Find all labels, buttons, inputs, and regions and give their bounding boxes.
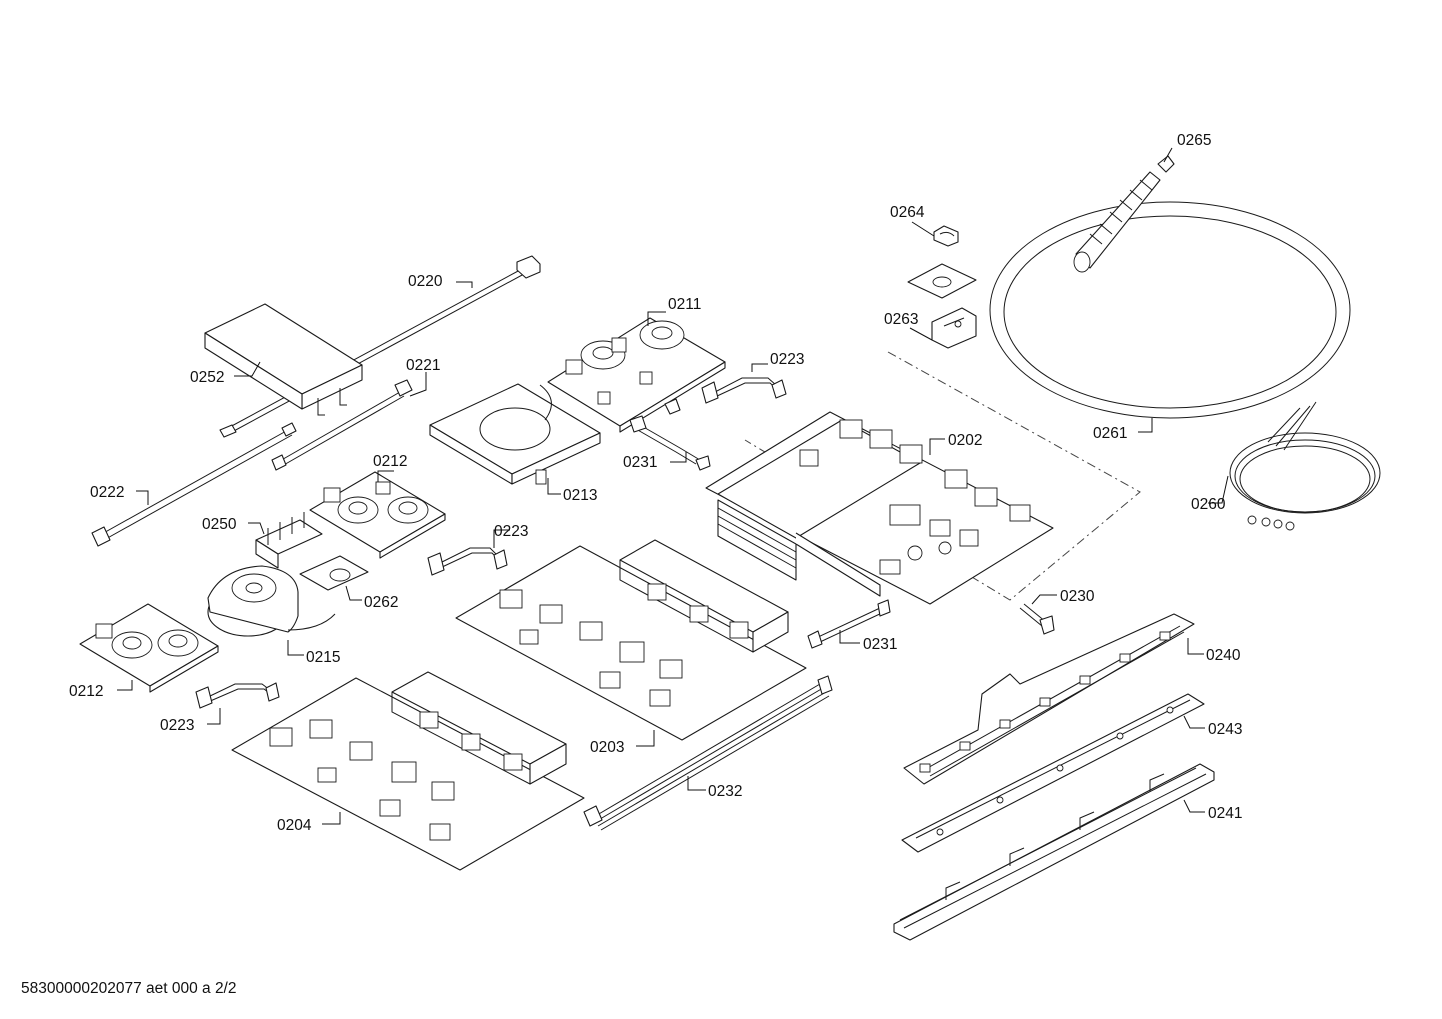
label-0252: 0252 — [190, 369, 224, 386]
label-0262: 0262 — [364, 594, 398, 611]
label-0223-c: 0223 — [160, 717, 194, 734]
label-0241: 0241 — [1208, 805, 1242, 822]
label-0230: 0230 — [1060, 588, 1095, 605]
part-0223-cable-middle — [427, 547, 508, 576]
part-0263-strain-relief — [907, 263, 977, 349]
part-0212-board-lower — [79, 603, 219, 693]
part-0261-hose — [989, 171, 1351, 419]
part-0250-holder — [255, 512, 323, 569]
part-0204-power-board — [231, 671, 585, 871]
part-0223-cable-top — [701, 377, 787, 404]
part-0231-cable-upper — [629, 398, 711, 471]
label-0220: 0220 — [408, 273, 443, 290]
label-0231-a: 0231 — [623, 454, 657, 471]
part-0220-cable — [219, 255, 541, 438]
part-labels: 0265 0264 0263 0261 0260 0220 0252 0221 … — [69, 132, 1242, 834]
part-0252-cover — [204, 303, 363, 416]
label-0261: 0261 — [1093, 425, 1127, 442]
label-0212-a: 0212 — [373, 453, 407, 470]
label-0222: 0222 — [90, 484, 124, 501]
part-0241-frame — [893, 763, 1215, 941]
label-0203: 0203 — [590, 739, 624, 756]
part-0215-fan — [207, 565, 336, 637]
part-0260-wires — [1229, 401, 1381, 531]
label-0263: 0263 — [884, 311, 918, 328]
part-0221-cable — [271, 379, 413, 471]
label-0213: 0213 — [563, 487, 597, 504]
part-0203-power-board — [455, 539, 807, 741]
document-code: 58300000202077 aet 000 a 2/2 — [21, 980, 237, 997]
label-0243: 0243 — [1208, 721, 1242, 738]
label-0240: 0240 — [1206, 647, 1241, 664]
part-0230-cable — [1019, 603, 1055, 635]
part-0262-clip — [299, 555, 369, 591]
part-0222-cable — [91, 422, 297, 547]
label-0211: 0211 — [668, 296, 701, 313]
label-0265: 0265 — [1177, 132, 1211, 149]
part-0231-cable-lower — [807, 599, 891, 649]
part-0212-board-upper — [309, 471, 446, 559]
label-0221: 0221 — [406, 357, 440, 374]
leader-lines — [117, 147, 1229, 825]
label-0260: 0260 — [1191, 496, 1226, 513]
label-0202: 0202 — [948, 432, 982, 449]
part-0211-board — [547, 317, 726, 433]
label-0250: 0250 — [202, 516, 237, 533]
label-0223-a: 0223 — [770, 351, 804, 368]
label-0232: 0232 — [708, 783, 742, 800]
part-0264-clip — [933, 225, 959, 247]
label-0264: 0264 — [890, 204, 925, 221]
part-0232-ribbon — [583, 675, 833, 831]
label-0215: 0215 — [306, 649, 340, 666]
part-0265-cap — [1157, 155, 1175, 173]
label-0223-b: 0223 — [494, 523, 528, 540]
label-0212-b: 0212 — [69, 683, 103, 700]
part-0243-spacer — [901, 693, 1205, 853]
part-0240-control-board — [903, 613, 1195, 785]
part-0223-cable-lower — [195, 682, 280, 709]
part-0202-main-board — [705, 411, 1054, 605]
label-0231-b: 0231 — [863, 636, 897, 653]
label-0204: 0204 — [277, 817, 312, 834]
part-0213-fan-plate — [429, 383, 601, 485]
